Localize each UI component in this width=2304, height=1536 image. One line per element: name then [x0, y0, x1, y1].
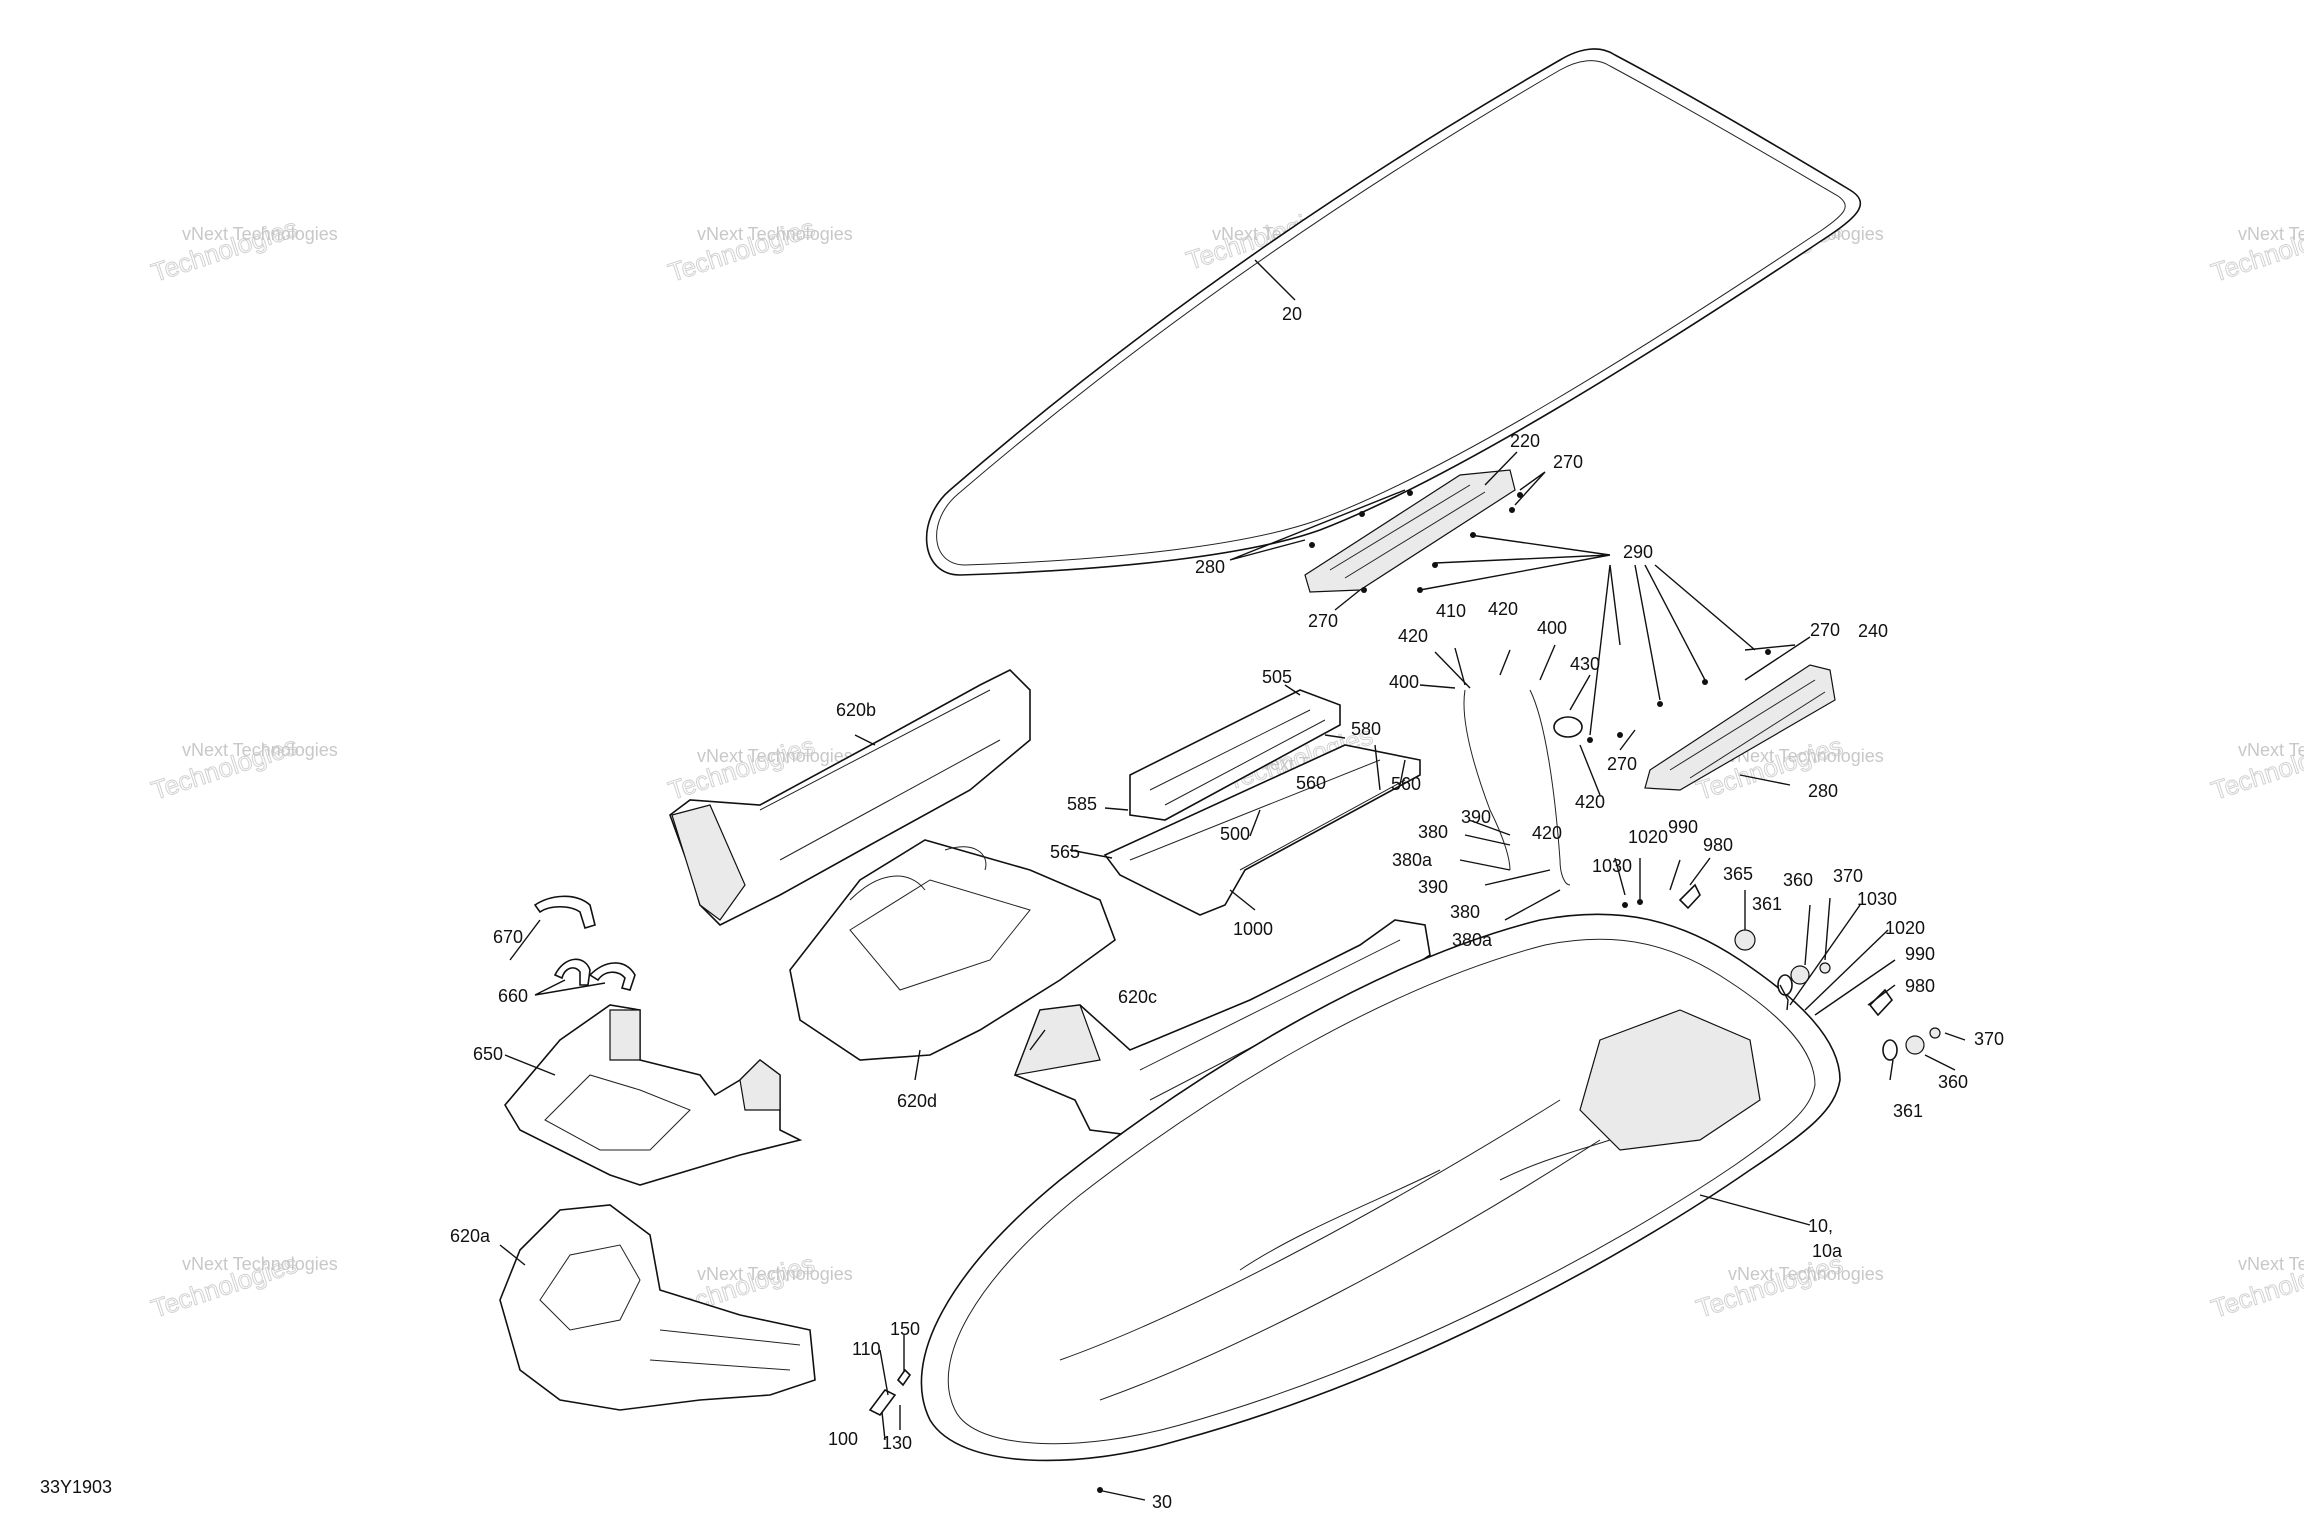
label-420: 420: [1575, 792, 1605, 812]
label-400: 400: [1537, 618, 1567, 638]
label-505: 505: [1262, 667, 1292, 687]
label-990: 990: [1905, 944, 1935, 964]
watermark-text: vNext Technologies: [182, 224, 338, 244]
label-10a: 10a: [1812, 1241, 1843, 1261]
part-360-fitting: [1790, 965, 1925, 1055]
label-130: 130: [882, 1433, 912, 1453]
watermark-text: vNext Technologies: [697, 1264, 853, 1284]
watermark-text: vNext Technologies: [1728, 1264, 1884, 1284]
label-500: 500: [1220, 824, 1250, 844]
label-620a: 620a: [450, 1226, 491, 1246]
label-270: 270: [1308, 611, 1338, 631]
label-620d: 620d: [897, 1091, 937, 1111]
label-280: 280: [1808, 781, 1838, 801]
label-220: 220: [1510, 431, 1540, 451]
watermark-text: vNext Technologies: [2238, 1254, 2304, 1274]
label-620c: 620c: [1118, 987, 1157, 1007]
part-650-panel: [504, 1004, 803, 1186]
label-410: 410: [1436, 601, 1466, 621]
part-620b-seat: [669, 669, 1031, 926]
label-1030: 1030: [1857, 889, 1897, 909]
watermark-text: vNext Technologies: [182, 740, 338, 760]
label-980: 980: [1703, 835, 1733, 855]
part-240-bracket: [1644, 664, 1836, 791]
fastener-dots: [1097, 490, 1771, 1493]
label-380a: 380a: [1452, 930, 1493, 950]
watermark-text: vNext Technologies: [2238, 224, 2304, 244]
label-1030: 1030: [1592, 856, 1632, 876]
watermark-text: vNext Technologies: [1728, 746, 1884, 766]
part-670-clip: [533, 895, 596, 929]
label-270: 270: [1553, 452, 1583, 472]
label-270: 270: [1607, 754, 1637, 774]
label-380a: 380a: [1392, 850, 1433, 870]
label-990: 990: [1668, 817, 1698, 837]
part-620a-seat: [499, 1204, 816, 1411]
part-500-plate: [1103, 744, 1421, 916]
part-20-seal: [925, 48, 1862, 576]
label-100: 100: [828, 1429, 858, 1449]
label-10: 10,: [1808, 1216, 1833, 1236]
part-400-hose: [1463, 689, 1583, 886]
part-620d-seat-base: [789, 839, 1116, 1061]
label-370: 370: [1974, 1029, 2004, 1049]
part-361-ring: [1777, 974, 1898, 1061]
watermark-text: vNext Technologies: [2238, 740, 2304, 760]
diagram-reference-code: 33Y1903: [40, 1477, 112, 1497]
part-10-hull: [920, 913, 1841, 1462]
label-420: 420: [1488, 599, 1518, 619]
label-365: 365: [1723, 864, 1753, 884]
label-1020: 1020: [1628, 827, 1668, 847]
part-220-bracket: [1304, 469, 1516, 593]
label-565: 565: [1050, 842, 1080, 862]
label-980: 980: [1905, 976, 1935, 996]
label-560: 560: [1296, 773, 1326, 793]
label-400: 400: [1389, 672, 1419, 692]
label-380: 380: [1450, 902, 1480, 922]
label-20: 20: [1282, 304, 1302, 324]
label-390: 390: [1418, 877, 1448, 897]
label-30: 30: [1152, 1492, 1172, 1512]
label-150: 150: [890, 1319, 920, 1339]
part-100-fitting: [868, 1368, 912, 1417]
label-430: 430: [1570, 654, 1600, 674]
label-390: 390: [1461, 807, 1491, 827]
label-580: 580: [1351, 719, 1381, 739]
part-980-bracket: [1678, 883, 1894, 1017]
label-370: 370: [1833, 866, 1863, 886]
watermark-text: vNext Technologies: [697, 746, 853, 766]
watermark-text: vNext Technologies: [182, 1254, 338, 1274]
label-1000: 1000: [1233, 919, 1273, 939]
part-labels: 20 220 270 280 290 270 270 240 270 280 4…: [450, 304, 2004, 1512]
label-620b: 620b: [836, 700, 876, 720]
part-370-nut: [1819, 962, 1941, 1039]
label-420: 420: [1398, 626, 1428, 646]
part-505-plate: [1129, 689, 1341, 821]
label-585: 585: [1067, 794, 1097, 814]
label-380: 380: [1418, 822, 1448, 842]
label-360: 360: [1938, 1072, 1968, 1092]
watermark-text: vNext Technologies: [697, 224, 853, 244]
label-560: 560: [1391, 774, 1421, 794]
label-420: 420: [1532, 823, 1562, 843]
label-670: 670: [493, 927, 523, 947]
label-660: 660: [498, 986, 528, 1006]
label-240: 240: [1858, 621, 1888, 641]
label-290: 290: [1623, 542, 1653, 562]
part-660-clip: [553, 958, 636, 991]
label-650: 650: [473, 1044, 503, 1064]
label-360: 360: [1783, 870, 1813, 890]
label-270: 270: [1810, 620, 1840, 640]
label-1020: 1020: [1885, 918, 1925, 938]
label-361: 361: [1752, 894, 1782, 914]
part-365-fitting: [1734, 929, 1756, 951]
label-280: 280: [1195, 557, 1225, 577]
part-620c-seat: [1013, 919, 1431, 1136]
label-110: 110: [852, 1339, 881, 1359]
label-361: 361: [1893, 1101, 1923, 1121]
leader-lines: [499, 259, 1966, 1501]
